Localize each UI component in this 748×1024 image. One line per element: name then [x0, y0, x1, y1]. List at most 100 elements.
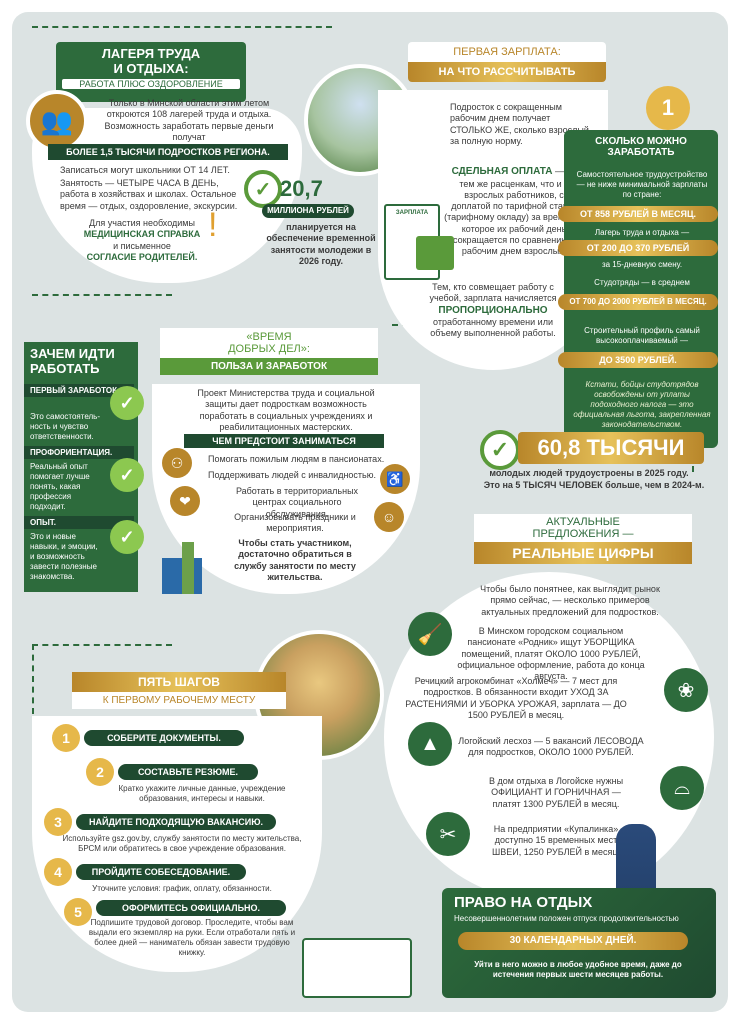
why-title-line1: ЗАЧЕМ ИДТИ [30, 346, 115, 361]
good-item3: Работать в территориальных центрах социа… [235, 486, 359, 519]
funds-text: планируется на обеспечение временной зан… [266, 222, 376, 266]
step-text-3: Используйте gsz.gov.by, службу занятости… [62, 834, 302, 853]
wheelchair-icon: ♿ [380, 464, 410, 494]
earn-title: СКОЛЬКО МОЖНО ЗАРАБОТАТЬ [568, 136, 714, 158]
why-title: ЗАЧЕМ ИДТИ РАБОТАТЬ [30, 346, 115, 376]
offer-2: Речицкий агрокомбинат «Холмеч» — 7 мест … [405, 676, 627, 720]
checkmark-icon: ✓ [244, 170, 282, 208]
salary-title-line2: НА ЧТО РАССЧИТЫВАТЬ [408, 62, 606, 82]
heart-hands-icon: ❤ [170, 486, 200, 516]
stat-value: 60,8 ТЫСЯЧИ [518, 432, 704, 464]
step-number-4: 4 [44, 858, 72, 886]
steps-title-line1: ПЯТЬ ШАГОВ [72, 672, 286, 692]
coin-icon: 1 [646, 86, 690, 130]
tray-icon: ⌓ [660, 766, 704, 810]
dashed-connector [32, 644, 34, 714]
offer-4: В дом отдыха в Логойске нужны ОФИЦИАНТ И… [488, 776, 624, 809]
steps-header: ПЯТЬ ШАГОВ К ПЕРВОМУ РАБОЧЕМУ МЕСТУ [72, 672, 286, 716]
check-icon: ✓ [110, 520, 144, 554]
camps-subtitle: РАБОТА ПЛЮС ОЗДОРОВЛЕНИЕ [62, 79, 240, 89]
steps-panel [32, 716, 322, 972]
earn-v1: ОТ 858 РУБЛЕЙ В МЕСЯЦ. [558, 206, 718, 222]
salary-p2-heading: СДЕЛЬНАЯ ОПЛАТА [451, 166, 553, 177]
exclamation-icon: ! [208, 206, 218, 244]
why-t1: Это самостоятель-ность и чувство ответст… [30, 412, 101, 441]
good-intro: Проект Министерства труда и социальной з… [197, 388, 375, 432]
calendar-icon [416, 236, 454, 270]
salary-p3-block: Тем, кто совмещает работу с учебой, зарп… [428, 282, 558, 340]
good-header: «ВРЕМЯ ДОБРЫХ ДЕЛ»: ПОЛЬЗА И ЗАРАБОТОК [160, 328, 378, 384]
check-icon: ✓ [110, 386, 144, 420]
earn-s2b: за 15-дневную смену. [601, 260, 683, 269]
books-illustration [182, 542, 194, 594]
checkmark-icon: ✓ [480, 430, 520, 470]
why-t2: Реальный опыт помогает лучше понять, как… [30, 462, 90, 511]
earn-v3: ОТ 700 ДО 2000 РУБЛЕЙ В МЕСЯЦ. [558, 294, 718, 310]
step-heading-5: ОФОРМИТЕСЬ ОФИЦИАЛЬНО. [96, 900, 286, 916]
earn-note: Кстати, бойцы студотрядов освобождены от… [573, 380, 711, 429]
why-h2: ПРОФОРИЕНТАЦИЯ. [24, 446, 134, 459]
offers-header: АКТУАЛЬНЫЕ ПРЕДЛОЖЕНИЯ — РЕАЛЬНЫЕ ЦИФРЫ [474, 514, 692, 566]
calendar-illustration [302, 938, 412, 998]
rest-title: ПРАВО НА ОТДЫХ [454, 894, 593, 911]
docs-text-a: Для участия необходимы [89, 218, 195, 228]
offer-5: На предприятии «Купалинка» доступно 15 в… [491, 824, 621, 857]
good-banner: ЧЕМ ПРЕДСТОИТ ЗАНИМАТЬСЯ [184, 434, 384, 448]
earn-title-line1: СКОЛЬКО МОЖНО [595, 136, 687, 147]
elderly-icon: ⚇ [162, 448, 192, 478]
salary-p3-text-a: Тем, кто совмещает работу с учебой, зарп… [429, 282, 557, 304]
good-title-lines: «ВРЕМЯ ДОБРЫХ ДЕЛ»: [160, 328, 378, 358]
check-icon: ✓ [110, 458, 144, 492]
offers-title-lines: АКТУАЛЬНЫЕ ПРЕДЛОЖЕНИЯ — [474, 514, 692, 542]
funds-value: 20,7 [280, 176, 323, 201]
helping-icon: ☺ [374, 502, 404, 532]
docs-consent: СОГЛАСИЕ РОДИТЕЛЕЙ. [86, 251, 198, 262]
step-text-4: Уточните условия: график, оплату, обязан… [92, 884, 272, 893]
infographic-page: ЛАГЕРЯ ТРУДА И ОТДЫХА: РАБОТА ПЛЮС ОЗДОР… [12, 12, 728, 1012]
good-title-line2: ДОБРЫХ ДЕЛ»: [228, 343, 310, 355]
docs-text-c: и письменное [113, 240, 171, 251]
camps-bullet-hours: Занятость — ЧЕТЫРЕ ЧАСА В ДЕНЬ, работа в… [60, 178, 238, 211]
step-number-5: 5 [64, 898, 92, 926]
good-outro: Чтобы стать участником, достаточно обрат… [234, 538, 356, 582]
plant-icon: ❀ [664, 668, 708, 712]
docs-medical: МЕДИЦИНСКАЯ СПРАВКА [83, 229, 201, 240]
good-item4: Организовывать праздники и мероприятия. [234, 512, 356, 534]
group-icon: 👥 [26, 90, 88, 152]
step-heading-1: СОБЕРИТЕ ДОКУМЕНТЫ. [84, 730, 244, 746]
payslip-label: ЗАРПЛАТА [395, 210, 429, 216]
earn-s1: Самостоятельное трудоустройство — не ниж… [576, 170, 708, 199]
stat-line2: Это на 5 ТЫСЯЧ ЧЕЛОВЕК больше, чем в 202… [483, 480, 705, 490]
dashed-connector [32, 26, 332, 28]
step-heading-3: НАЙДИТЕ ПОДХОДЯЩУЮ ВАКАНСИЮ. [76, 814, 276, 830]
salary-title-line1: ПЕРВАЯ ЗАРПЛАТА: [408, 42, 606, 62]
dashed-connector [32, 294, 172, 296]
good-title-line3: ПОЛЬЗА И ЗАРАБОТОК [160, 358, 378, 375]
salary-p3-heading: ПРОПОРЦИОНАЛЬНО [438, 304, 548, 316]
camps-title-line2: И ОТДЫХА: [113, 61, 189, 76]
tree-icon: ▲ [408, 722, 452, 766]
rest-note: Уйти в него можно в любое удобное время,… [474, 960, 682, 979]
salary-p1: Подросток с сокращенным рабочим днем пол… [450, 102, 589, 146]
salary-header: ПЕРВАЯ ЗАРПЛАТА: НА ЧТО РАССЧИТЫВАТЬ [408, 42, 606, 90]
earn-s3: Студотряды — в среднем [594, 278, 690, 287]
why-t3: Это и новые навыки, и эмоции, и возможно… [30, 532, 98, 581]
step-heading-2: СОСТАВЬТЕ РЕЗЮМЕ. [118, 764, 258, 780]
earn-panel [564, 130, 718, 448]
camps-banner: БОЛЕЕ 1,5 ТЫСЯЧИ ПОДРОСТКОВ РЕГИОНА. [48, 144, 288, 160]
steps-title-line2: К ПЕРВОМУ РАБОЧЕМУ МЕСТУ [72, 692, 286, 709]
camps-intro: Только в Минской области этим летом откр… [104, 98, 274, 142]
offer-1: В Минском городском социальном пансионат… [457, 626, 645, 681]
step-text-2: Кратко укажите личные данные, учреждение… [118, 784, 286, 803]
step-number-1: 1 [52, 724, 80, 752]
rest-value: 30 КАЛЕНДАРНЫХ ДНЕЙ. [458, 932, 688, 950]
step-text-5: Подпишите трудовой договор. Проследите, … [88, 918, 296, 957]
offers-intro: Чтобы было понятнее, как выглядит рынок … [480, 584, 660, 617]
rest-sub: Несовершеннолетним положен отпуск продол… [454, 914, 679, 923]
good-title-line1: «ВРЕМЯ [246, 331, 292, 343]
why-title-line2: РАБОТАТЬ [30, 361, 100, 376]
earn-v4: ДО 3500 РУБЛЕЙ. [558, 352, 718, 368]
camps-header: ЛАГЕРЯ ТРУДА И ОТДЫХА: РАБОТА ПЛЮС ОЗДОР… [56, 42, 246, 102]
offer-3: Логойский лесхоз — 5 вакансий ЛЕСОВОДА д… [458, 736, 644, 758]
earn-v2: ОТ 200 ДО 370 РУБЛЕЙ [558, 240, 718, 256]
